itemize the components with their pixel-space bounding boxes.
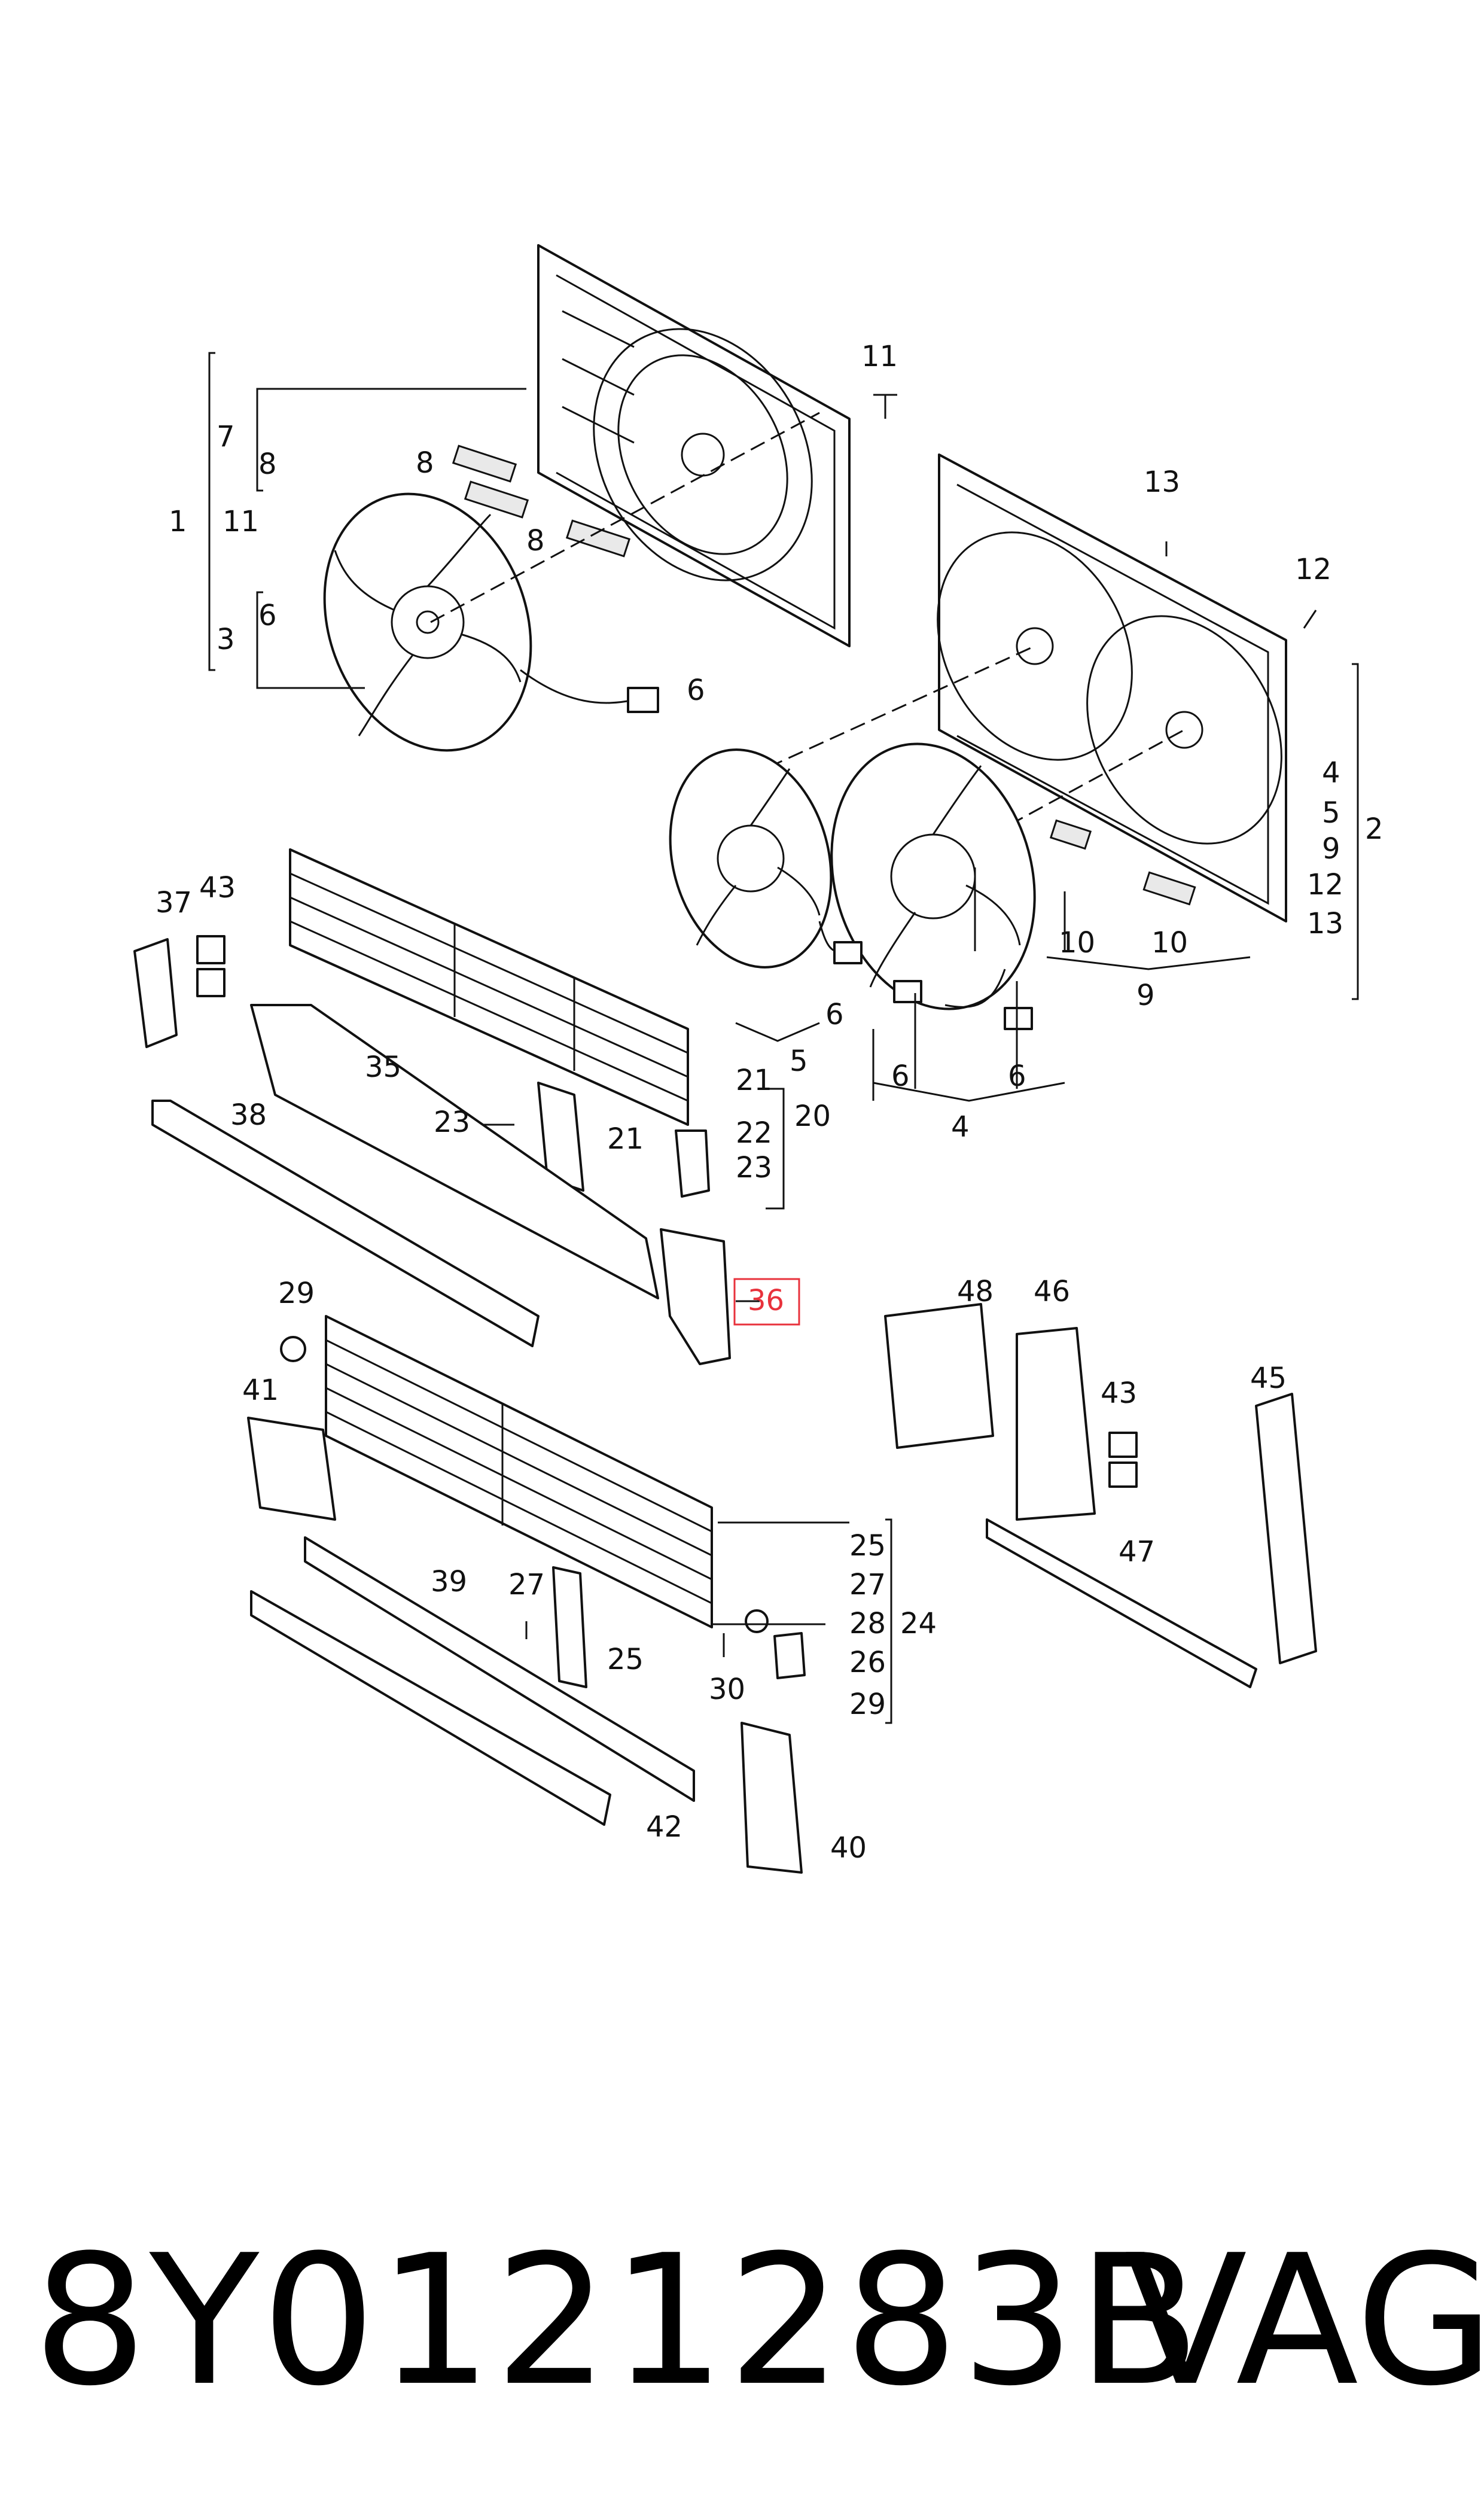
duct-40: [741, 1722, 803, 1874]
connector-6-left: [833, 941, 863, 964]
label-29b: 29: [849, 1688, 886, 1721]
bracket-25: [552, 1566, 587, 1688]
actuator-22: [675, 1129, 710, 1198]
label-12a: 12: [1295, 553, 1331, 586]
leader-lines: [208, 352, 1359, 1724]
label-2: 2: [1365, 812, 1384, 846]
label-12b: 12: [1307, 868, 1343, 902]
label-6e: 6: [1008, 1059, 1026, 1093]
bolt-11: [873, 394, 897, 419]
air-deflector-36: [660, 1228, 731, 1365]
label-48: 48: [957, 1275, 994, 1308]
fan-blade-left: [669, 748, 833, 969]
label-13b: 13: [1307, 907, 1343, 940]
label-4b: 4: [951, 1110, 970, 1144]
label-21a: 21: [607, 1122, 644, 1156]
label-5a: 5: [1322, 796, 1340, 830]
label-7: 7: [217, 420, 235, 453]
connector-6-top: [627, 687, 659, 713]
clip-29-left: [280, 1336, 306, 1362]
actuator-26: [773, 1632, 806, 1679]
label-1: 1: [169, 505, 187, 538]
label-46: 46: [1034, 1275, 1070, 1308]
small-fan-blade: [323, 492, 532, 752]
label-13a: 13: [1144, 465, 1180, 499]
fan-shroud-single: [537, 244, 851, 647]
label-6b: 6: [687, 674, 705, 707]
seal-strip-10b: [1142, 871, 1196, 906]
fan-blade-right: [830, 742, 1036, 1010]
spoiler-42: [250, 1590, 611, 1826]
label-22: 22: [736, 1116, 772, 1150]
label-5b: 5: [790, 1045, 808, 1078]
brand-name: VAG: [1125, 2216, 1484, 2425]
label-10b: 10: [1151, 926, 1188, 960]
label-26: 26: [849, 1646, 886, 1679]
part-number: 8Y0121283B: [33, 2216, 1203, 2425]
label-3: 3: [217, 623, 235, 656]
label-9a: 9: [1322, 832, 1340, 866]
label-25b: 25: [849, 1529, 886, 1563]
label-20: 20: [794, 1100, 831, 1133]
label-23b: 23: [736, 1151, 772, 1185]
air-guide-grille-lower: [325, 1315, 713, 1628]
label-27b: 27: [849, 1568, 886, 1601]
label-28: 28: [849, 1607, 886, 1640]
label-21b: 21: [736, 1064, 772, 1097]
label-30: 30: [709, 1673, 745, 1706]
label-45: 45: [1250, 1362, 1287, 1395]
seal-strip-10a: [1049, 819, 1092, 850]
label-43b: 43: [1101, 1377, 1137, 1410]
bumper-43-left: [196, 935, 226, 997]
label-8b: 8: [416, 446, 434, 480]
label-4a: 4: [1322, 756, 1340, 790]
bumper-43-right: [1108, 1432, 1138, 1488]
trim-39: [304, 1536, 695, 1802]
label-8c: 8: [526, 524, 545, 558]
connector-6-right: [1004, 1007, 1033, 1030]
duct-35: [250, 1004, 659, 1299]
label-35: 35: [365, 1051, 401, 1084]
label-11a: 11: [223, 505, 259, 538]
label-6d: 6: [891, 1059, 910, 1093]
spoiler-47: [986, 1518, 1257, 1688]
label-47: 47: [1119, 1535, 1155, 1569]
bracket-41: [247, 1417, 336, 1521]
label-23a: 23: [434, 1106, 470, 1139]
bracket-21: [537, 1082, 584, 1192]
label-39: 39: [431, 1565, 467, 1599]
label-43a: 43: [199, 871, 236, 905]
clip-29-right: [745, 1609, 769, 1633]
label-11b: 11: [861, 340, 898, 373]
label-24: 24: [900, 1607, 937, 1640]
label-41: 41: [242, 1374, 279, 1407]
label-8a: 8: [258, 447, 277, 481]
label-27a: 27: [508, 1568, 545, 1601]
highlight-box-36: [733, 1278, 800, 1326]
label-9b: 9: [1136, 979, 1155, 1012]
duct-48: [884, 1303, 994, 1449]
callout-labels: 1 7 8 11 3 6 8 8 11 6 13 12 4 5 9 12 13 …: [156, 340, 1384, 1865]
label-36: 36: [748, 1284, 784, 1317]
label-38: 38: [230, 1098, 267, 1132]
label-40: 40: [830, 1831, 867, 1865]
bracket-46: [1016, 1327, 1096, 1521]
label-6a: 6: [258, 599, 277, 632]
label-25a: 25: [607, 1643, 644, 1676]
label-10a: 10: [1059, 926, 1095, 960]
spoiler-38: [151, 1100, 540, 1347]
connector-6-mid: [893, 980, 922, 1003]
fan-wire-right: [944, 969, 1006, 1008]
label-29a: 29: [278, 1277, 315, 1310]
air-guide-grille-upper: [289, 848, 689, 1126]
bracket-45: [1255, 1393, 1317, 1664]
axis-line-top: [430, 412, 820, 623]
fan-shroud-double: [937, 453, 1287, 922]
bracket-37: [133, 938, 178, 1048]
bolt-12: [1303, 610, 1317, 629]
label-42: 42: [646, 1810, 682, 1844]
label-37: 37: [156, 886, 192, 919]
label-6c: 6: [825, 998, 844, 1031]
